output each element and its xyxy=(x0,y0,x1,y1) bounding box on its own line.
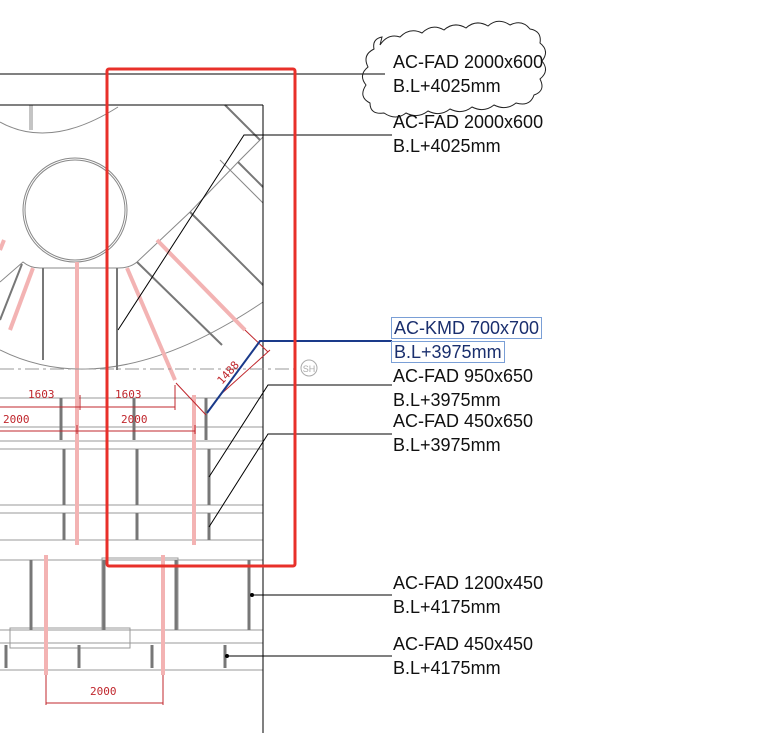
tag-level: B.L+4175mm xyxy=(393,597,501,617)
tag-type: AC-FAD 950x650 xyxy=(393,366,534,386)
selected-leader[interactable] xyxy=(206,340,392,414)
tag-ac-kmd-700x700[interactable]: AC-KMD 700x700 B.L+3975mm xyxy=(391,316,543,364)
tag-type: AC-FAD 1200x450 xyxy=(393,573,544,593)
tag-level: B.L+4175mm xyxy=(393,658,501,678)
leader-lines xyxy=(0,73,392,733)
tag-type: AC-FAD 450x450 xyxy=(393,634,534,654)
dimension-lines xyxy=(0,329,271,705)
tag-type: AC-FAD 450x650 xyxy=(393,411,534,431)
tag-ac-fad-1200x450[interactable]: AC-FAD 1200x450 B.L+4175mm xyxy=(393,571,543,619)
dimension-1603-b: 1603 xyxy=(115,388,142,401)
tag-ac-fad-450x650[interactable]: AC-FAD 450x650 B.L+3975mm xyxy=(393,409,533,457)
duct-lines xyxy=(0,238,247,675)
tag-ac-fad-2000x600[interactable]: AC-FAD 2000x600 B.L+4025mm xyxy=(393,110,543,158)
revision-cloud xyxy=(362,20,546,118)
dimension-2000-a: 2000 xyxy=(3,413,30,426)
tag-level: B.L+4025mm xyxy=(393,76,501,96)
highlight-box xyxy=(105,67,297,568)
tag-level: B.L+3975mm xyxy=(391,341,505,363)
svg-text:SH: SH xyxy=(303,364,316,374)
tag-ac-fad-2000x600-cloud[interactable]: AC-FAD 2000x600 B.L+4025mm xyxy=(393,50,543,98)
tag-level: B.L+3975mm xyxy=(393,435,501,455)
dimension-2000-b: 2000 xyxy=(121,413,148,426)
tag-ac-fad-450x450[interactable]: AC-FAD 450x450 B.L+4175mm xyxy=(393,632,533,680)
tag-type: AC-KMD 700x700 xyxy=(391,317,543,339)
grid-bubble[interactable]: SH xyxy=(300,359,318,377)
tag-type: AC-FAD 2000x600 xyxy=(393,52,544,72)
dimension-1603-a: 1603 xyxy=(28,388,55,401)
tag-type: AC-FAD 2000x600 xyxy=(393,112,544,132)
tag-level: B.L+3975mm xyxy=(393,390,501,410)
dimension-2000-c: 2000 xyxy=(90,685,117,698)
tag-ac-fad-950x650[interactable]: AC-FAD 950x650 B.L+3975mm xyxy=(393,364,533,412)
tag-level: B.L+4025mm xyxy=(393,136,501,156)
